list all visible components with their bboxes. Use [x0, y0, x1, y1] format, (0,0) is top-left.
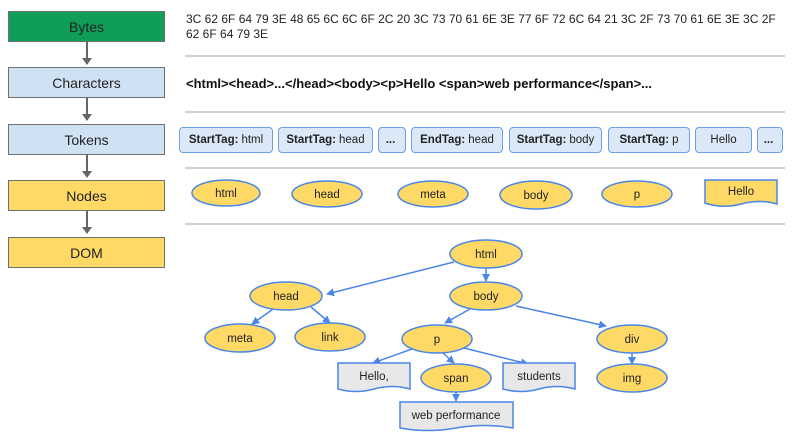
token-starttag-html: StartTag:html — [179, 127, 273, 153]
node-p-label: p — [634, 189, 640, 201]
edge-p-hello — [372, 348, 413, 365]
dom-node-html: html — [449, 239, 523, 269]
dom-node-div: div — [596, 324, 668, 354]
step-dom: DOM — [8, 237, 165, 268]
node-head: head — [291, 180, 363, 208]
step-arrow — [82, 42, 92, 65]
dom-node-link-label: link — [321, 332, 339, 344]
token-kind: StartTag: — [188, 134, 239, 146]
token-kind: StartTag: — [286, 134, 337, 146]
node-hello-label: Hello — [728, 186, 754, 198]
dom-node-span-label: span — [444, 373, 469, 385]
token-starttag-p: StartTag:p — [608, 127, 690, 153]
step-arrow — [82, 155, 92, 178]
node-html: html — [191, 179, 261, 207]
step-tokens-label: Tokens — [64, 131, 109, 148]
dom-text-node-hello: Hello, — [337, 362, 411, 393]
dom-node-link: link — [294, 322, 366, 352]
dom-text-node-web-performance: web performance — [399, 401, 514, 432]
token-kind: ... — [385, 134, 396, 146]
dom-node-p-label: p — [434, 334, 440, 346]
token-name: head — [339, 134, 365, 146]
step-characters-label: Characters — [52, 74, 121, 91]
token-kind: EndTag: — [420, 134, 466, 146]
bytes-hex-text: 3C 62 6F 64 79 3E 48 65 6C 6C 6F 2C 20 3… — [186, 12, 776, 41]
dom-node-div-label: div — [625, 334, 640, 346]
node-body: body — [499, 180, 573, 210]
dom-text-hello-label: Hello, — [359, 371, 388, 383]
step-characters: Characters — [8, 67, 165, 98]
token-starttag-body: StartTag:body — [509, 127, 602, 153]
divider — [185, 223, 785, 225]
dom-node-meta-label: meta — [227, 333, 253, 345]
divider — [185, 167, 785, 169]
edge-html-head — [326, 261, 455, 297]
dom-node-p: p — [401, 324, 473, 354]
token-kind: ... — [763, 134, 774, 146]
node-meta: meta — [397, 180, 469, 208]
step-nodes-label: Nodes — [66, 187, 107, 204]
token-kind: StartTag: — [619, 134, 670, 146]
dom-node-html-label: html — [475, 249, 497, 261]
step-nodes: Nodes — [8, 180, 165, 211]
dom-text-students-label: students — [517, 371, 561, 383]
dom-node-head-label: head — [273, 291, 299, 303]
dom-node-img: img — [596, 363, 668, 393]
edge-p-span — [442, 352, 455, 364]
step-dom-label: DOM — [70, 244, 103, 261]
token-text-hello: Hello — [695, 127, 752, 153]
dom-node-body-label: body — [474, 291, 499, 303]
step-tokens: Tokens — [8, 124, 165, 155]
dom-node-span: span — [420, 363, 492, 393]
token-name: body — [569, 134, 595, 146]
step-bytes: Bytes — [8, 11, 165, 42]
node-html-label: html — [215, 188, 237, 200]
token-ellipsis: ... — [378, 127, 406, 153]
divider — [185, 55, 785, 57]
edge-head-meta — [251, 306, 277, 325]
dom-node-meta: meta — [204, 323, 276, 353]
dom-node-body: body — [449, 281, 523, 311]
edge-p-students — [463, 347, 529, 367]
characters-text: <html><head>...</head><body><p>Hello <sp… — [186, 76, 653, 91]
node-p: p — [601, 180, 673, 208]
divider — [185, 111, 785, 113]
node-meta-label: meta — [420, 189, 446, 201]
step-arrow — [82, 211, 92, 234]
node-hello-text: Hello — [704, 179, 778, 207]
step-bytes-label: Bytes — [68, 18, 104, 35]
edge-body-p — [444, 308, 471, 324]
token-endtag-head: EndTag:head — [411, 127, 503, 153]
node-head-label: head — [314, 189, 340, 201]
token-kind: StartTag: — [516, 134, 567, 146]
dom-node-img-label: img — [623, 373, 642, 385]
token-name: html — [241, 134, 264, 146]
token-name: Hello — [710, 134, 737, 146]
dom-tree-edges — [251, 261, 636, 402]
dom-node-head: head — [249, 281, 323, 311]
token-name: head — [468, 134, 494, 146]
step-arrow — [82, 98, 92, 121]
token-name: p — [672, 134, 679, 146]
token-starttag-head: StartTag:head — [278, 127, 373, 153]
token-ellipsis: ... — [757, 127, 783, 153]
dom-text-web-performance-label: web performance — [411, 410, 501, 422]
node-body-label: body — [524, 190, 549, 202]
edge-body-div — [515, 305, 607, 329]
dom-text-node-students: students — [502, 362, 576, 393]
edge-head-link — [310, 306, 331, 324]
